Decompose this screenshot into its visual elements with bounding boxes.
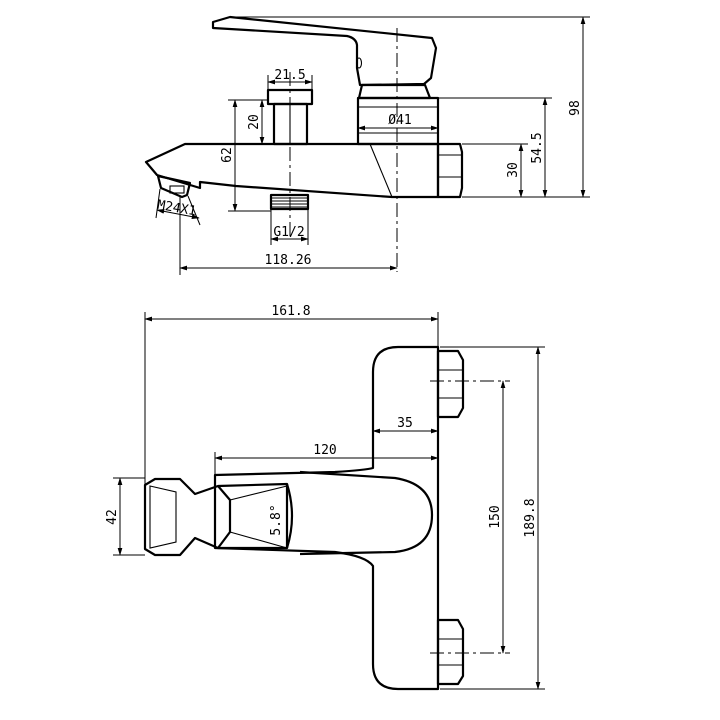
- dim-inlet-thread-label: G1/2: [273, 225, 304, 240]
- dim-total-height: 98: [232, 16, 590, 198]
- dim-spout-reach: 118.26: [179, 196, 398, 275]
- dim-inlet-thread: G1/2: [270, 209, 309, 245]
- dim-spout-thread-label: M24X1: [156, 198, 197, 220]
- dim-body-height: 62: [220, 99, 271, 212]
- dim-total-width-label: 189.8: [523, 498, 538, 537]
- dim-lever-length: 120: [214, 443, 439, 475]
- body-rounded-end: [299, 470, 434, 556]
- dim-total-length-label: 161.8: [271, 304, 310, 319]
- cartridge-collar: [357, 83, 432, 100]
- dim-spout-reach-label: 118.26: [265, 253, 312, 268]
- dim-wall-offset-label: 35: [397, 416, 413, 431]
- mounting-body: [213, 345, 440, 691]
- dim-nut-width-label: 21.5: [274, 68, 305, 83]
- dim-body-top-height-label: 54.5: [530, 132, 545, 163]
- spout-body: [144, 142, 440, 199]
- spout-aerator: [156, 174, 192, 199]
- dim-inlet-spacing-label: 150: [488, 505, 503, 528]
- dim-body-height-label: 62: [220, 147, 235, 163]
- dim-total-width: 189.8: [440, 346, 545, 690]
- handle-screw: [355, 57, 363, 69]
- dim-lever-width: 42: [105, 477, 145, 556]
- dim-body-diameter: Ø41: [357, 113, 439, 131]
- dim-lever-length-label: 120: [313, 443, 336, 458]
- plan-lever-arc: [285, 483, 294, 549]
- dim-connector-height-label: 30: [506, 162, 521, 178]
- lower-nut: [436, 618, 465, 686]
- upper-nut: [436, 349, 465, 419]
- dim-total-length: 161.8: [144, 304, 439, 484]
- dim-nut-width: 21.5: [267, 68, 313, 90]
- dim-nut-height: 20: [247, 99, 268, 145]
- dim-wall-offset: 35: [372, 416, 439, 434]
- lever-handle: [211, 15, 438, 87]
- dim-lever-angle-label: 5.8°: [269, 504, 284, 535]
- plan-lever-grip: [217, 485, 232, 549]
- dim-spout-thread: M24X1: [155, 188, 201, 226]
- dim-body-diameter-label: Ø41: [388, 113, 411, 128]
- dim-total-height-label: 98: [568, 100, 583, 116]
- dim-inlet-spacing: 150: [488, 380, 506, 654]
- dim-connector-height: 30: [462, 143, 528, 198]
- dim-body-top-height: 54.5: [438, 97, 552, 198]
- side-elevation-view: 21.5 20 62 Ø41 M24X1: [144, 15, 590, 275]
- connector-nut: [436, 142, 464, 199]
- dim-nut-height-label: 20: [247, 114, 262, 130]
- plan-view: 161.8 35 120 42 5.8° 150: [105, 304, 545, 691]
- plan-lever-inner: [149, 485, 177, 549]
- dim-lever-width-label: 42: [105, 509, 120, 525]
